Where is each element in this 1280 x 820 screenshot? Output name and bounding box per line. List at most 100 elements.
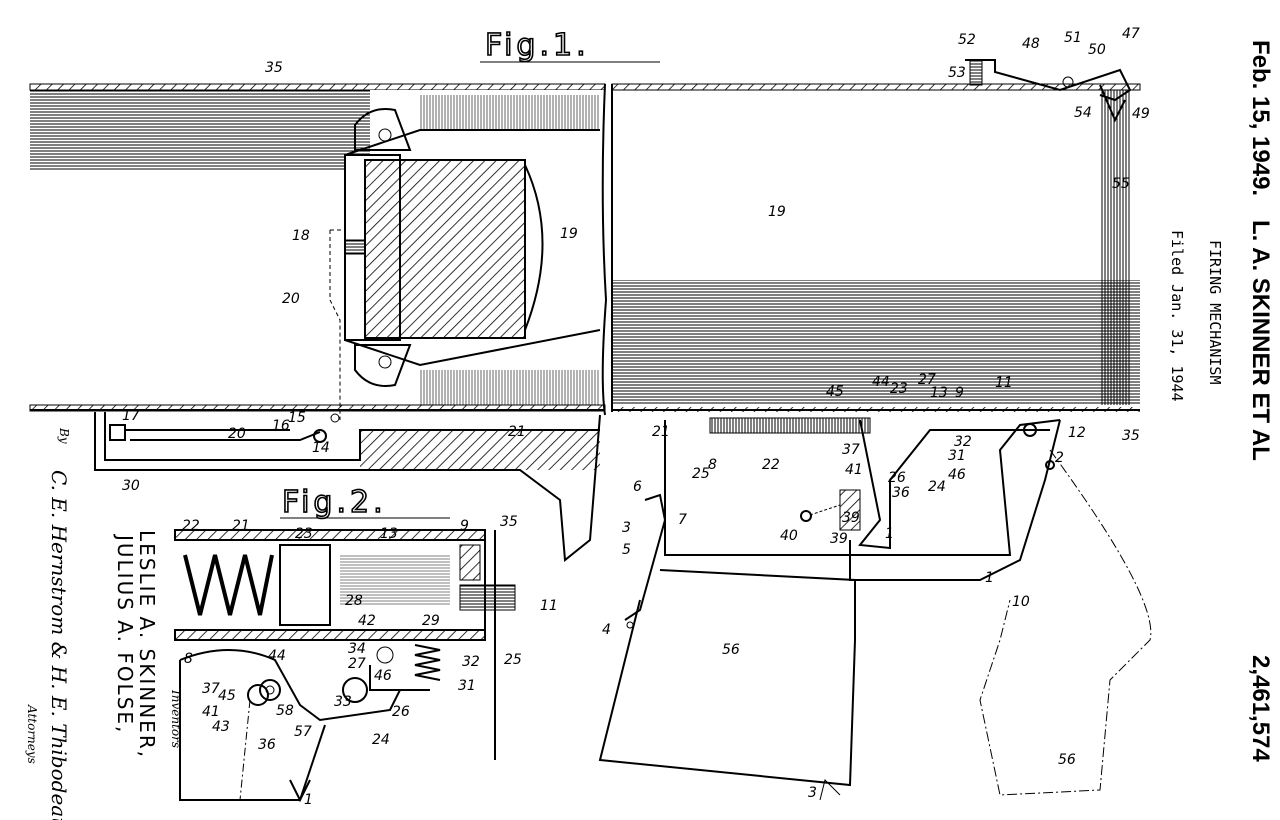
- svg-text:Attorneys: Attorneys: [25, 704, 39, 764]
- filed-date: Filed Jan. 31, 1944: [1168, 230, 1186, 402]
- ref-num: 43: [212, 719, 230, 735]
- ref-num: 39: [842, 510, 860, 526]
- ref-num: 29: [422, 613, 440, 629]
- ref-num: 2: [1055, 450, 1064, 466]
- ref-num: 55: [1112, 176, 1130, 192]
- ref-num: 48: [1022, 36, 1040, 52]
- ref-num: 32: [462, 654, 480, 670]
- ref-num: 27: [918, 372, 936, 388]
- ref-num: 49: [1132, 106, 1150, 122]
- ref-num: 18: [292, 228, 310, 244]
- signature-block: By C. E. Hernstrom & H. E. Thibodeau Att…: [25, 427, 183, 820]
- ref-num: 41: [202, 704, 220, 720]
- ref-num: 40: [780, 528, 798, 544]
- patent-header: Feb. 15, 1949. L. A. SKINNER ET AL FIRIN…: [1168, 40, 1274, 762]
- ref-num: 22: [762, 457, 780, 473]
- ref-num: 1: [985, 570, 994, 586]
- ref-num: 35: [265, 60, 283, 76]
- ref-num: 8: [708, 457, 717, 473]
- ref-num: 46: [374, 668, 392, 684]
- ref-num: 37: [842, 442, 860, 458]
- fig1-left-barrel: [29, 83, 608, 562]
- ref-num: 6: [633, 479, 642, 495]
- svg-text:By: By: [57, 427, 71, 444]
- ref-num: 35: [500, 514, 518, 530]
- ref-num: 4: [602, 622, 611, 638]
- attorney-signature: C. E. Hernstrom & H. E. Thibodeau: [47, 470, 71, 820]
- ref-num: 36: [258, 737, 276, 753]
- ref-num: 25: [504, 652, 522, 668]
- svg-text:Fig.2.: Fig.2.: [282, 485, 387, 520]
- ref-num: 20: [228, 426, 246, 442]
- ref-num: 32: [954, 434, 972, 450]
- ref-num: 19: [560, 226, 578, 242]
- patent-number: 2,461,574: [1247, 655, 1274, 762]
- ref-num: 50: [1088, 42, 1106, 58]
- ref-num: 44: [872, 374, 890, 390]
- ref-num: 27: [348, 656, 366, 672]
- ref-num: 26: [888, 470, 906, 486]
- ref-num: 53: [948, 65, 966, 81]
- ref-num: 3: [622, 520, 631, 536]
- ref-num: 21: [232, 518, 250, 534]
- svg-text:Fig.1.: Fig.1.: [485, 28, 590, 63]
- ref-num: 34: [348, 641, 366, 657]
- ref-num: 56: [722, 642, 740, 658]
- ref-num: 13: [380, 526, 398, 542]
- ref-num: 37: [202, 681, 220, 697]
- ref-num: 25: [692, 466, 710, 482]
- ref-num: 11: [995, 375, 1013, 391]
- ref-num: 22: [182, 518, 200, 534]
- ref-num: 17: [122, 408, 140, 424]
- ref-num: 30: [122, 478, 140, 494]
- ref-num: 13: [930, 385, 948, 401]
- ref-num: 52: [958, 32, 976, 48]
- ref-num: 15: [288, 410, 306, 426]
- fig2-detail: [174, 529, 516, 803]
- ref-num: 24: [372, 732, 390, 748]
- ref-num: 56: [1058, 752, 1076, 768]
- ref-num: 9: [460, 518, 469, 534]
- ref-num: 28: [345, 593, 363, 609]
- ref-num: 23: [295, 526, 313, 542]
- patent-date: Feb. 15, 1949.: [1247, 40, 1274, 196]
- ref-num: 57: [294, 724, 312, 740]
- ref-num: 3: [808, 785, 817, 801]
- ref-num: 36: [892, 485, 910, 501]
- svg-text:Inventors: Inventors: [169, 689, 183, 748]
- ref-num: 47: [1122, 26, 1140, 42]
- ref-num: 20: [282, 291, 300, 307]
- ref-num: 21: [652, 424, 670, 440]
- fig1-right-barrel: [598, 59, 1152, 801]
- ref-num: 42: [358, 613, 376, 629]
- ref-num: 1: [885, 526, 894, 542]
- ref-num: 1: [304, 792, 313, 808]
- ref-num: 45: [218, 688, 236, 704]
- reference-numerals: 35 19 18 20 17 15 16 14 20 21 30 22 21 2…: [122, 26, 1150, 808]
- fig1-title: Fig.1.: [480, 27, 660, 64]
- ref-num: 35: [1122, 428, 1140, 444]
- ref-num: 31: [458, 678, 476, 694]
- ref-num: 12: [1068, 425, 1086, 441]
- ref-num: 8: [184, 651, 193, 667]
- ref-num: 5: [622, 542, 631, 558]
- ref-num: 44: [268, 648, 286, 664]
- ref-num: 33: [334, 694, 352, 710]
- ref-num: 9: [955, 385, 964, 401]
- ref-num: 14: [312, 440, 330, 456]
- ref-num: 16: [272, 418, 290, 434]
- ref-num: 11: [540, 598, 558, 614]
- inventor-short: L. A. SKINNER ET AL: [1247, 220, 1274, 461]
- ref-num: 31: [948, 448, 966, 464]
- ref-num: 45: [826, 384, 844, 400]
- ref-num: 23: [890, 381, 908, 397]
- spring-22: [183, 554, 274, 616]
- ref-num: 46: [948, 467, 966, 483]
- inventor-name-1: LESLIE A. SKINNER,: [135, 530, 159, 759]
- ref-num: 51: [1064, 30, 1082, 46]
- ref-num: 26: [392, 704, 410, 720]
- ref-num: 10: [1012, 594, 1030, 610]
- ref-num: 19: [768, 204, 786, 220]
- ref-num: 24: [928, 479, 946, 495]
